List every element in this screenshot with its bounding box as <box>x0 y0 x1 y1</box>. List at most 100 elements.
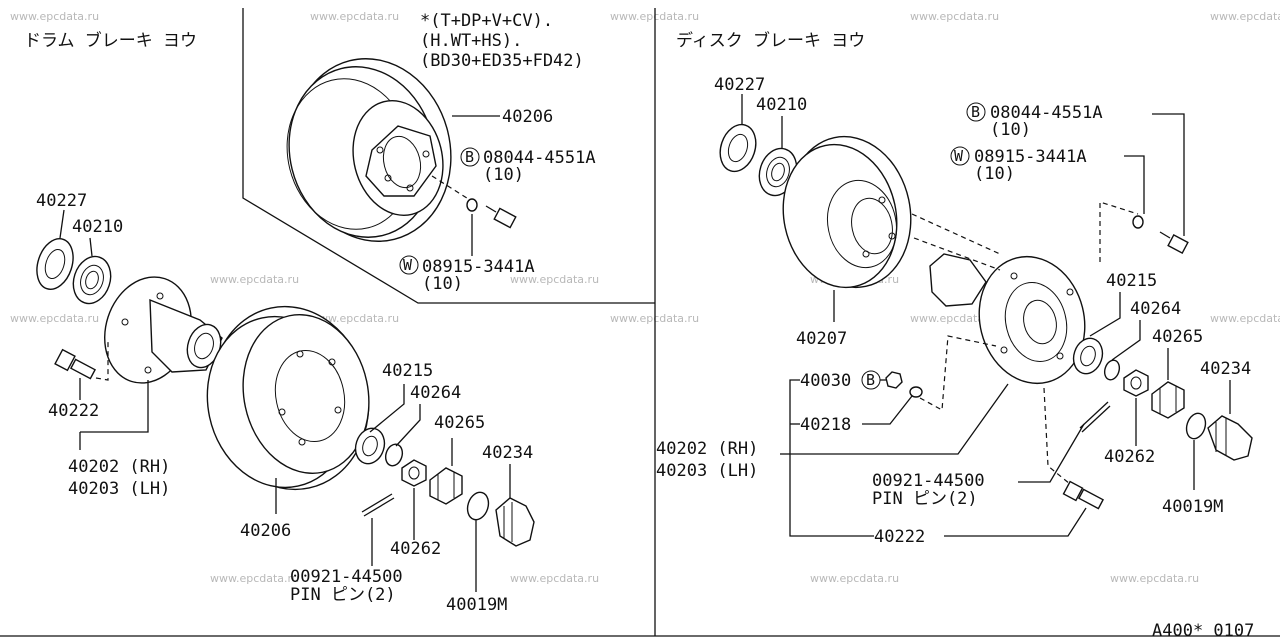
drum-inset-illustration <box>286 58 452 242</box>
watermark: www.epcdata.ru <box>310 10 399 23</box>
leader-dashed <box>911 213 1001 255</box>
watermark: www.epcdata.ru <box>10 10 99 23</box>
cap-nut-icon <box>1151 381 1185 419</box>
leader-inset-bolt <box>431 175 471 201</box>
part-label: 40264 <box>1130 299 1181 319</box>
outer-bearing-icon <box>1072 337 1104 375</box>
leader-dashed <box>913 237 1001 271</box>
frame-lines <box>0 8 1280 637</box>
note-line: (BD30+ED35+FD42) <box>420 51 584 71</box>
right-section-title: ディスク ブレーキ ヨウ <box>676 30 865 51</box>
leader-stud <box>95 342 109 381</box>
part-qty: (10) <box>990 120 1031 140</box>
washer-icon <box>1132 215 1144 229</box>
washer-marker-icon <box>399 255 419 275</box>
leader <box>369 384 405 433</box>
part-label: 40206 <box>240 521 291 541</box>
watermark: www.epcdata.ru <box>910 312 999 325</box>
stud-icon <box>54 348 97 380</box>
bolt-marker-icon <box>966 102 986 122</box>
bolt-marker-letter: B <box>866 371 875 389</box>
bolt-icon <box>1159 231 1189 255</box>
bearing-icon <box>72 255 112 305</box>
leader <box>1018 423 1085 483</box>
part-label: 40210 <box>72 217 123 237</box>
part-label: 40227 <box>36 191 87 211</box>
bolt-marker-letter: B <box>465 148 474 166</box>
leader <box>1089 292 1121 337</box>
washer-icon <box>384 443 404 467</box>
part-label: 40264 <box>410 383 461 403</box>
nut-icon <box>1123 369 1149 397</box>
oring-icon <box>1185 412 1207 440</box>
part-label: 00921-44500 <box>290 567 403 587</box>
nut-icon <box>401 459 427 487</box>
label-bracket <box>789 379 874 537</box>
note-line: *(T+DP+V+CV). <box>420 11 553 31</box>
washer-icon <box>1103 359 1121 381</box>
leader-hub <box>80 380 149 433</box>
watermark: www.epcdata.ru <box>210 572 299 585</box>
washer-icon <box>466 198 478 212</box>
leader <box>1124 155 1145 214</box>
watermark: www.epcdata.ru <box>1210 312 1280 325</box>
watermark: www.epcdata.ru <box>510 572 599 585</box>
part-qty: (10) <box>483 165 524 185</box>
part-label: 40202 (RH) <box>68 457 170 477</box>
leader <box>862 395 913 425</box>
leader-dashed <box>919 335 997 411</box>
left-section-title: ドラム ブレーキ ヨウ <box>24 30 197 51</box>
washer-icon <box>909 386 923 398</box>
part-label: 40234 <box>482 443 533 463</box>
washer-marker-letter: W <box>403 256 413 274</box>
part-label: 40222 <box>874 527 925 547</box>
part-label: 08915-3441A <box>974 147 1087 167</box>
part-label: 40019M <box>1162 497 1223 517</box>
part-label: 40227 <box>714 75 765 95</box>
seal-icon <box>719 123 757 173</box>
watermark: www.epcdata.ru <box>1110 572 1199 585</box>
part-label: 40262 <box>390 539 441 559</box>
part-label: 40210 <box>756 95 807 115</box>
part-label: 40222 <box>48 401 99 421</box>
cap-nut-icon <box>429 467 463 505</box>
bolt-marker-letter: B <box>971 103 980 121</box>
plug-icon <box>885 371 903 389</box>
watermark: www.epcdata.ru <box>1210 10 1280 23</box>
hub-icon <box>929 253 1086 385</box>
watermark: www.epcdata.ru <box>10 312 99 325</box>
leader <box>944 507 1087 537</box>
outer-bearing-icon <box>354 427 386 465</box>
part-label: 40202 (RH) <box>656 439 758 459</box>
washer-marker-icon <box>950 146 970 166</box>
part-label: 40265 <box>434 413 485 433</box>
pin-icon <box>361 493 395 517</box>
leader-dashed <box>1099 201 1139 262</box>
part-qty: (10) <box>974 164 1015 184</box>
part-label: 40215 <box>382 361 433 381</box>
washer-marker-letter: W <box>954 147 964 165</box>
rotor-icon <box>782 135 912 289</box>
grease-cap-icon <box>495 497 535 547</box>
leader <box>1111 320 1141 361</box>
watermark: www.epcdata.ru <box>910 10 999 23</box>
drum-inset-border <box>242 8 655 304</box>
leader <box>1152 113 1185 236</box>
part-label: 40030 <box>800 371 851 391</box>
part-label: PIN ピン(2) <box>290 585 396 605</box>
leader <box>59 209 65 239</box>
part-label: 40265 <box>1152 327 1203 347</box>
leader <box>790 383 1009 455</box>
seal-icon <box>36 238 74 290</box>
drum-inset-note: *(T+DP+V+CV). (H.WT+HS). (BD30+ED35+FD42… <box>420 11 584 71</box>
watermark: www.epcdata.ru <box>210 273 299 286</box>
pin-icon <box>1079 401 1111 433</box>
leader <box>395 404 421 447</box>
part-label: 40262 <box>1104 447 1155 467</box>
part-label: 08915-3441A <box>422 257 535 277</box>
part-label: 40203 (LH) <box>68 479 170 499</box>
drum-icon <box>206 305 370 491</box>
diagram-code: A400* 0107 <box>1152 621 1254 640</box>
note-line: (H.WT+HS). <box>420 31 522 51</box>
